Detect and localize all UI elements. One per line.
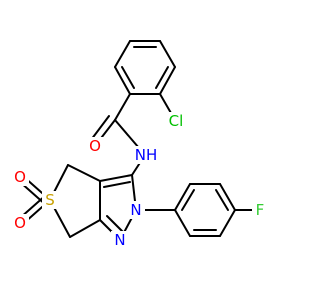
bond bbox=[106, 215, 125, 234]
bond bbox=[155, 66, 169, 89]
atom-s: S bbox=[45, 191, 55, 209]
bond bbox=[67, 164, 101, 182]
atom-o-amide: O bbox=[89, 137, 101, 155]
bond bbox=[174, 183, 191, 211]
bond bbox=[181, 189, 195, 211]
bond bbox=[114, 93, 131, 121]
bond bbox=[174, 209, 191, 237]
bond bbox=[159, 66, 176, 95]
atom-cl: Cl bbox=[169, 112, 184, 130]
bond bbox=[99, 174, 133, 182]
bond bbox=[159, 40, 176, 68]
atom-o-sulfonyl-top: O bbox=[14, 168, 26, 186]
bond bbox=[69, 219, 101, 238]
bond bbox=[103, 181, 131, 188]
atom-f: F bbox=[256, 201, 265, 219]
atom-n-2: N bbox=[130, 201, 141, 219]
atom-n-amide: NH bbox=[135, 146, 158, 164]
bond bbox=[215, 189, 229, 211]
bond bbox=[121, 66, 135, 89]
bond bbox=[219, 183, 236, 211]
atom-labels: O NH Cl S O O N N F bbox=[11, 112, 269, 249]
bond bbox=[114, 66, 131, 95]
bond bbox=[219, 209, 236, 237]
atom-n-1: N bbox=[114, 231, 125, 249]
atom-o-sulfonyl-bottom: O bbox=[14, 214, 26, 232]
bond bbox=[90, 115, 110, 141]
bond bbox=[114, 40, 131, 68]
molecule-diagram: O NH Cl S O O N N F bbox=[11, 40, 269, 249]
